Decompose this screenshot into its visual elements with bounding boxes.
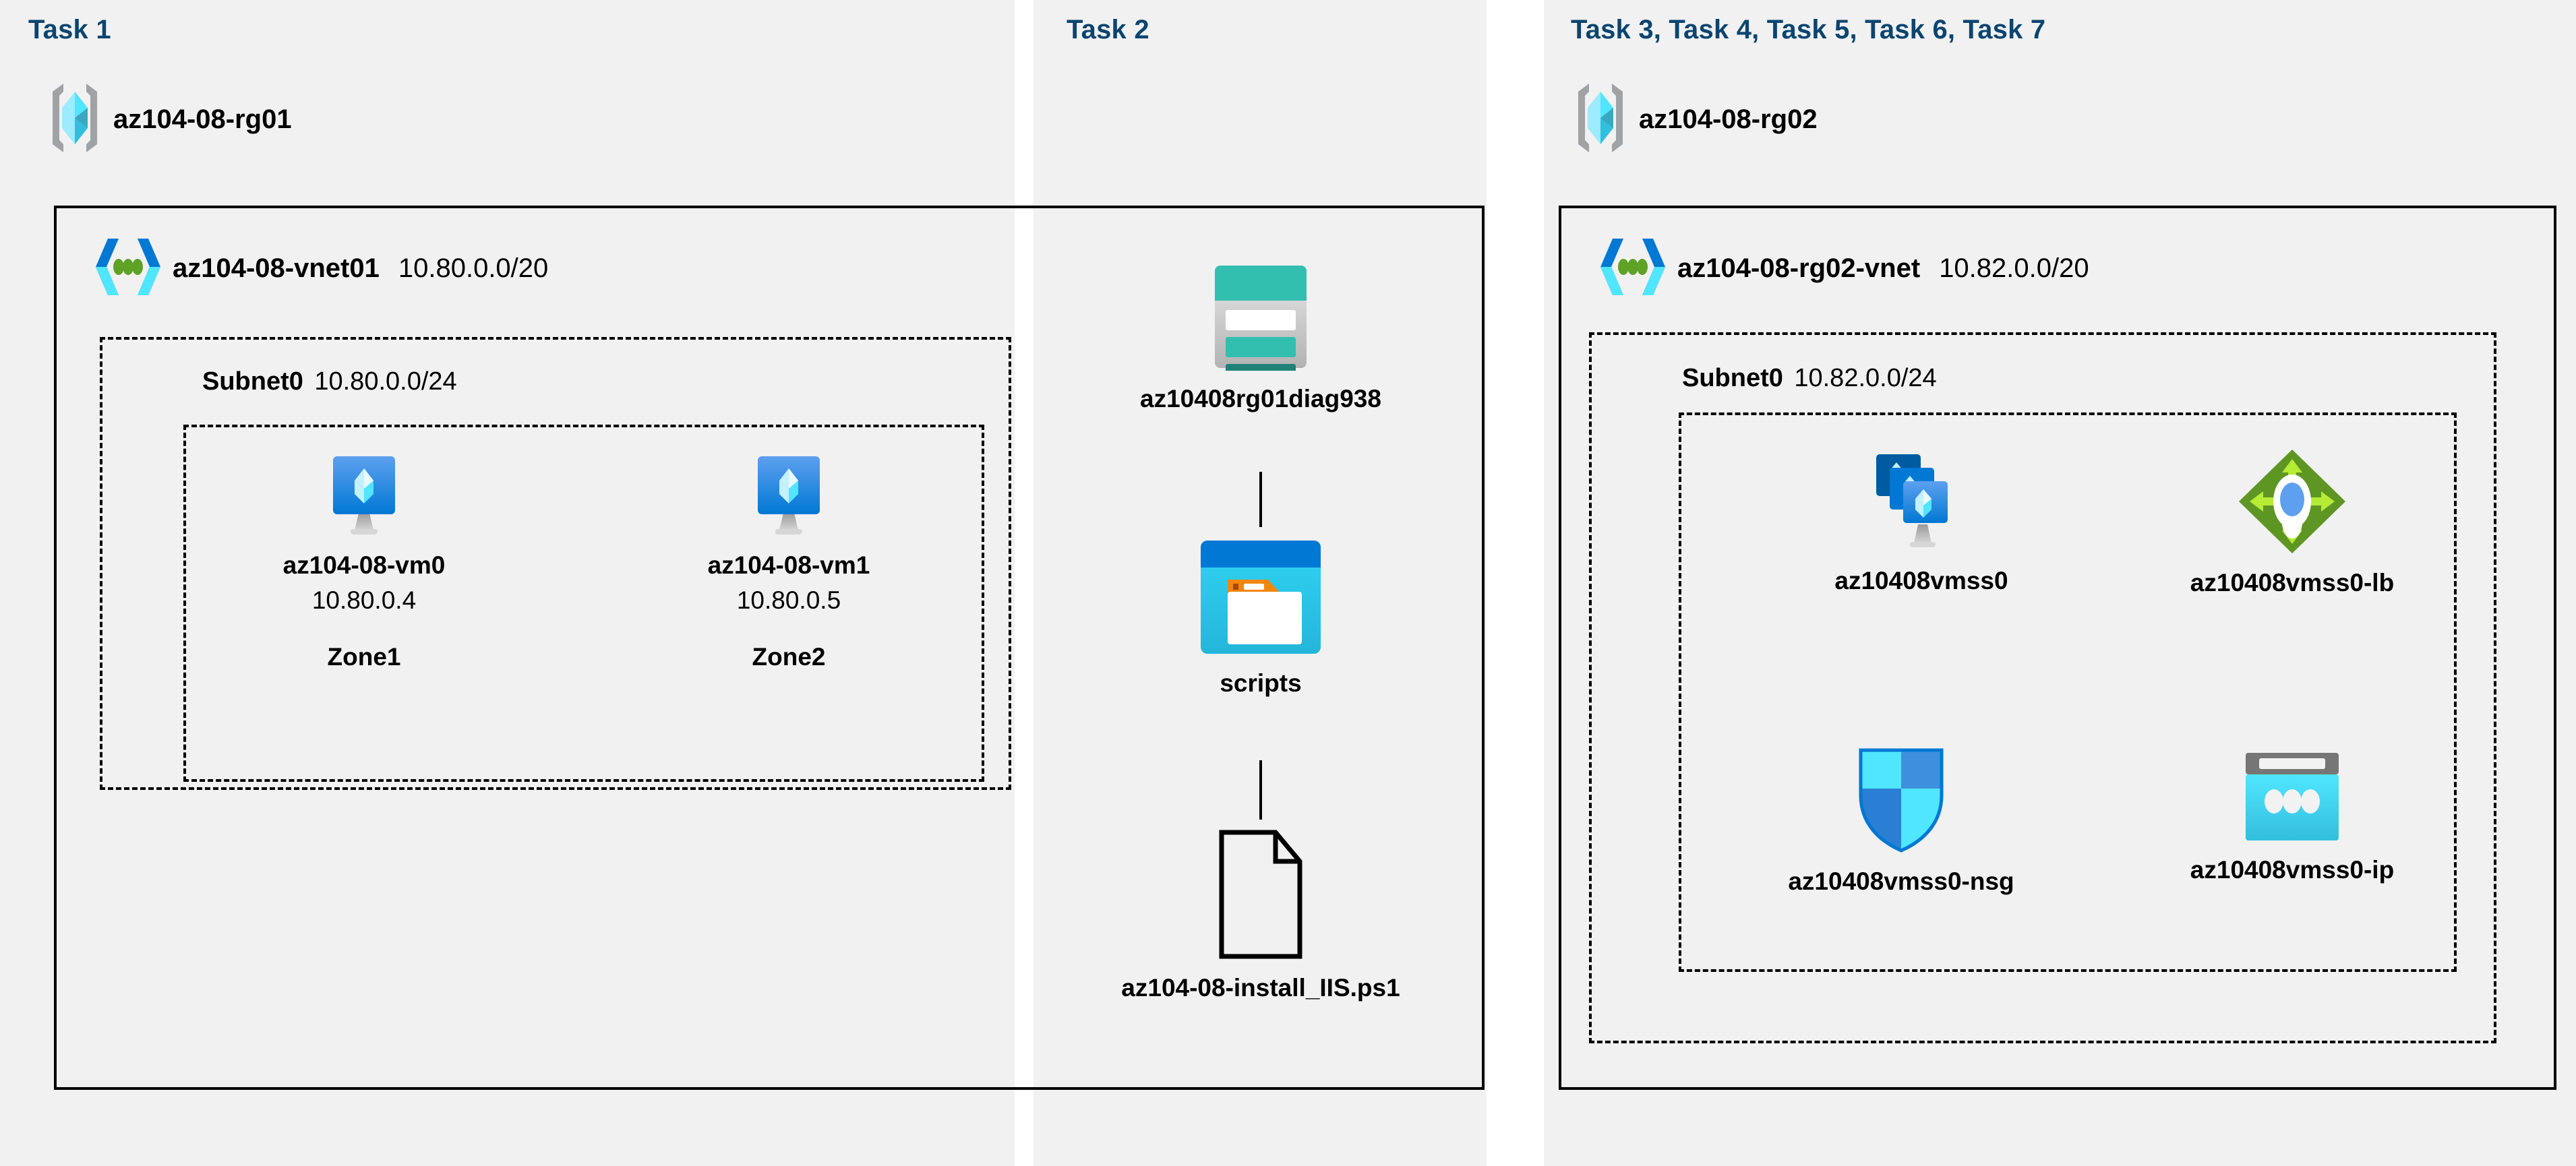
- virtual-machine-icon: [751, 455, 827, 541]
- vnet-az104-08-vnet01[interactable]: az104-08-vnet01 10.80.0.0/20: [94, 236, 548, 301]
- subnet0-left-label: Subnet0 10.80.0.0/24: [202, 367, 457, 396]
- resource-group-label: az104-08-rg02: [1639, 104, 1818, 134]
- connector-account-to-container: [1259, 472, 1262, 527]
- storage-account-label: az10408rg01diag938: [1140, 385, 1381, 412]
- virtual-network-icon: [94, 236, 162, 301]
- vm-scale-set-label: az10408vmss0: [1834, 567, 2008, 594]
- blob-container-icon: [1199, 539, 1322, 658]
- resource-group-label: az104-08-rg01: [113, 104, 292, 134]
- vm-zone-group-box: [183, 425, 984, 782]
- script-file-az104-08-install-iis[interactable]: az104-08-install_IIS.ps1: [1085, 829, 1436, 1002]
- subnet-cidr: 10.82.0.0/24: [1794, 364, 1937, 392]
- resource-group-icon: [49, 81, 101, 158]
- storage-account-az10408rg01diag938[interactable]: az10408rg01diag938: [1133, 263, 1389, 413]
- network-security-group-label: az10408vmss0-nsg: [1788, 867, 2014, 895]
- vm-scale-set-icon: [1874, 452, 1969, 556]
- vnet-cidr: 10.82.0.0/20: [1939, 253, 2089, 283]
- subnet-name: Subnet0: [1682, 364, 1783, 392]
- script-file-label: az104-08-install_IIS.ps1: [1121, 974, 1400, 1002]
- vm-name: az104-08-vm0: [282, 551, 446, 579]
- vm-zone: Zone1: [327, 643, 401, 671]
- vm-ip: 10.80.0.4: [311, 586, 417, 614]
- load-balancer-az10408vmss0-lb[interactable]: az10408vmss0-lb: [2144, 448, 2440, 597]
- task1-panel: [0, 0, 1015, 1166]
- vnet-name: az104-08-rg02-vnet: [1677, 253, 1921, 283]
- task3to7-heading: Task 3, Task 4, Task 5, Task 6, Task 7: [1571, 15, 2046, 44]
- vm-name: az104-08-vm1: [707, 551, 870, 579]
- vmss-resource-group-box: [1679, 412, 2457, 972]
- task1-heading: Task 1: [28, 15, 111, 44]
- vm-az104-08-vm1[interactable]: az104-08-vm1 10.80.0.5 Zone2: [694, 455, 883, 671]
- network-security-group-icon: [1857, 748, 1945, 857]
- blob-container-scripts[interactable]: scripts: [1160, 539, 1362, 698]
- task2-heading: Task 2: [1067, 15, 1149, 44]
- load-balancer-label: az10408vmss0-lb: [2190, 569, 2395, 596]
- resource-group-az104-08-rg02[interactable]: az104-08-rg02: [1574, 81, 1818, 158]
- vnet-az104-08-vnet01-box: [54, 206, 1485, 1090]
- resource-group-icon: [1574, 81, 1627, 158]
- public-ip-address-az10408vmss0-ip[interactable]: az10408vmss0-ip: [2151, 751, 2434, 884]
- virtual-network-icon: [1599, 236, 1667, 301]
- connector-container-to-file: [1259, 760, 1262, 820]
- subnet0-right-label: Subnet0 10.82.0.0/24: [1682, 364, 1937, 393]
- vnet-name: az104-08-vnet01: [173, 253, 380, 283]
- public-ip-address-icon: [2244, 751, 2340, 845]
- subnet0-left-box: [100, 337, 1011, 790]
- vnet-az104-08-rg02-vnet-box: [1559, 206, 2556, 1090]
- subnet-cidr: 10.80.0.0/24: [314, 367, 457, 396]
- public-ip-address-label: az10408vmss0-ip: [2190, 856, 2395, 884]
- resource-group-az104-08-rg01[interactable]: az104-08-rg01: [49, 81, 292, 158]
- vm-ip: 10.80.0.5: [736, 586, 841, 614]
- load-balancer-icon: [2238, 448, 2347, 558]
- blob-container-label: scripts: [1220, 669, 1302, 697]
- vm-scale-set-az10408vmss0[interactable]: az10408vmss0: [1787, 452, 2056, 595]
- vm-az104-08-vm0[interactable]: az104-08-vm0 10.80.0.4 Zone1: [270, 455, 458, 671]
- subnet0-right-box: [1589, 332, 2496, 1043]
- network-security-group-az10408vmss0-nsg[interactable]: az10408vmss0-nsg: [1753, 748, 2049, 896]
- virtual-machine-icon: [326, 455, 402, 541]
- vnet-az104-08-rg02-vnet[interactable]: az104-08-rg02-vnet 10.82.0.0/20: [1599, 236, 2089, 301]
- vnet-cidr: 10.80.0.0/20: [398, 253, 549, 283]
- subnet-name: Subnet0: [202, 367, 303, 396]
- storage-account-icon: [1200, 263, 1321, 384]
- vm-zone: Zone2: [752, 643, 826, 671]
- script-file-icon: [1218, 829, 1303, 963]
